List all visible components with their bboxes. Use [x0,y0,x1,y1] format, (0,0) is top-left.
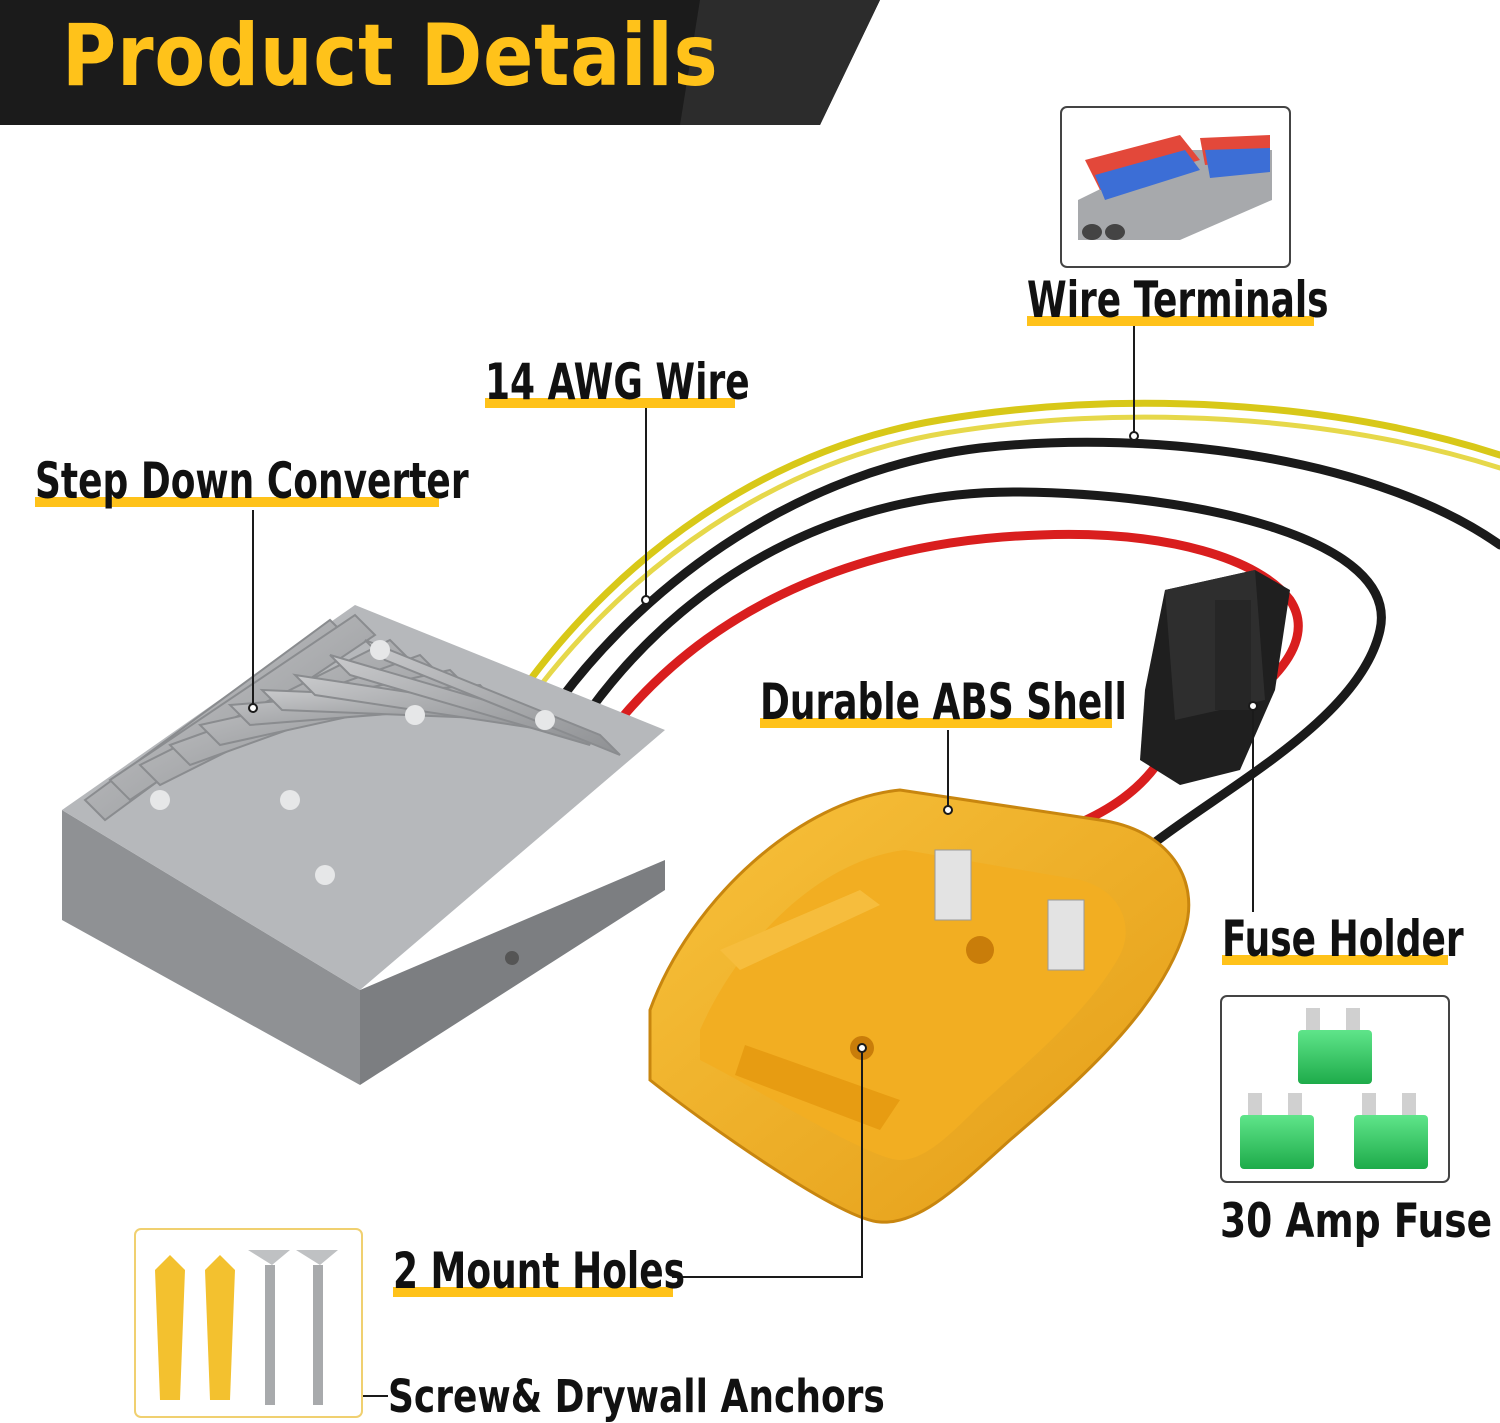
yellow-wire [526,399,1500,689]
fuse-image [1220,995,1450,1183]
battery-adapter-shell [648,788,1191,1224]
abs-shell-label: Durable ABS Shell [760,673,1127,731]
amp-fuse-label: 30 Amp Fuse [1220,1194,1493,1249]
page-title: Product Details [62,6,719,106]
leader-lines [252,326,1254,1397]
wire-terminals-image [1060,106,1291,268]
step-down-converter [62,605,665,1085]
highlight-bar [1222,955,1448,965]
awg-wire-label: 14 AWG Wire [485,353,750,411]
screw-anchor-image [134,1228,363,1418]
step-down-converter-label: Step Down Converter [35,452,469,510]
highlight-bar [485,398,735,408]
fuse-holder-label: Fuse Holder [1222,910,1464,968]
fuse-holder [1140,570,1290,785]
mount-holes-label: 2 Mount Holes [393,1242,686,1300]
title-banner [0,0,880,125]
highlight-bar [760,718,1112,728]
highlight-bar [1027,316,1314,326]
wire-terminals-label: Wire Terminals [1027,271,1329,329]
screw-anchors-label: Screw& Drywall Anchors [388,1370,885,1423]
black-wire [555,437,1500,855]
highlight-bar [35,497,439,507]
highlight-bar [393,1287,673,1297]
